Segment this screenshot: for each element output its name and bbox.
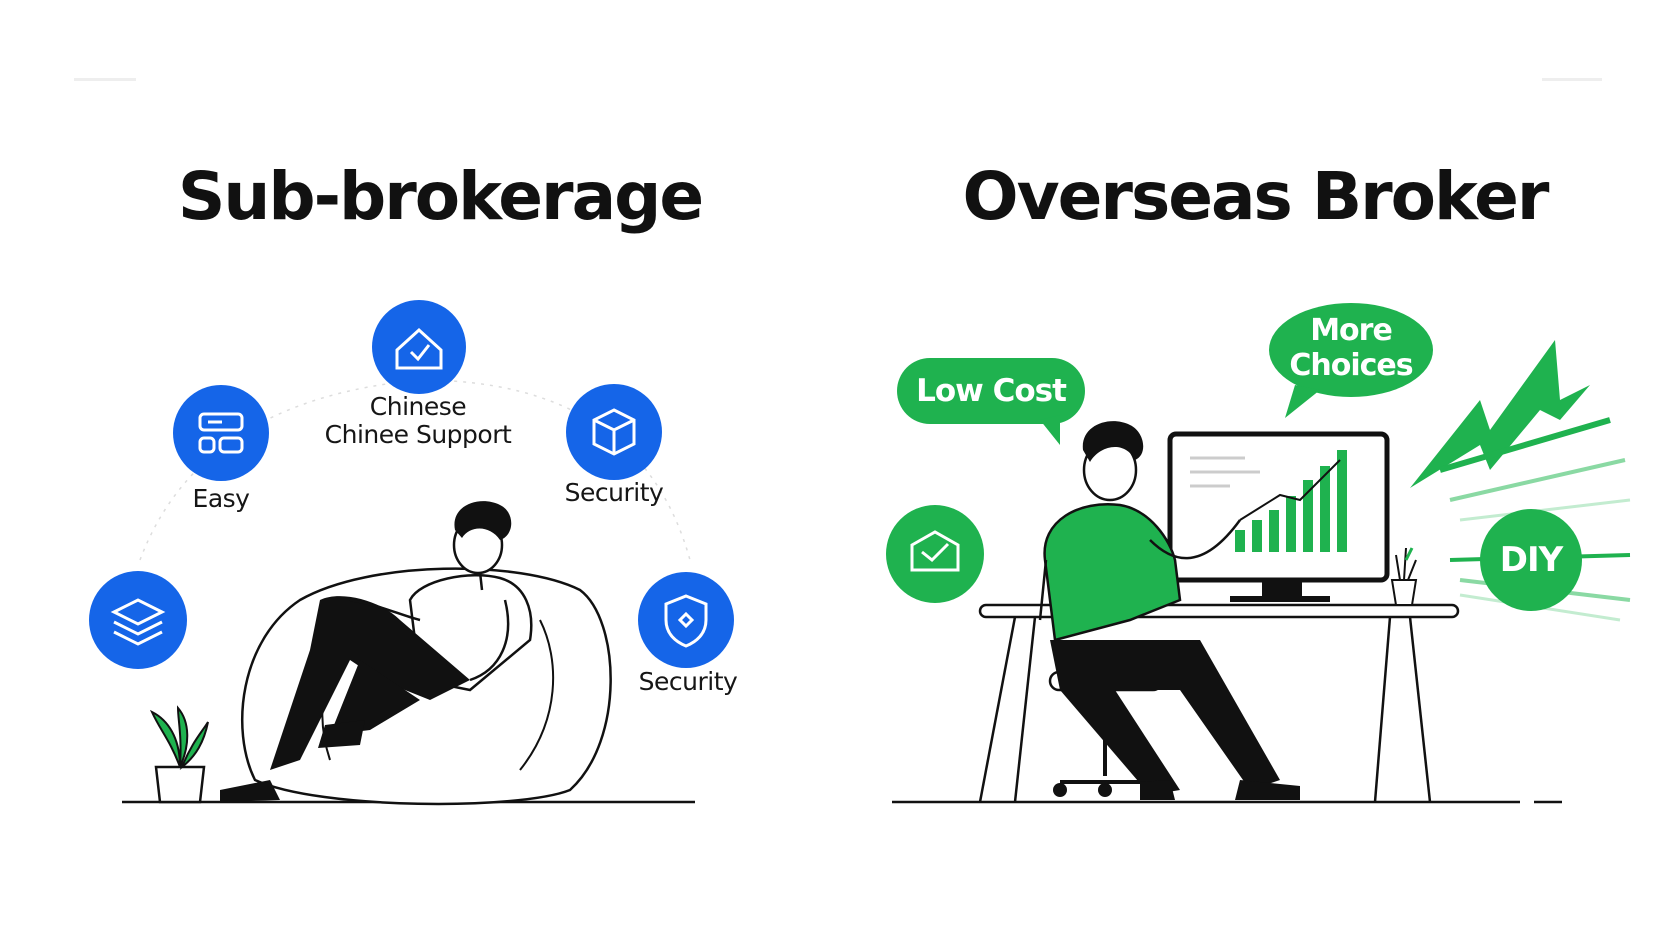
bubble-label-low-cost: Low Cost (916, 373, 1067, 409)
id-card-icon (198, 412, 244, 454)
panel-title-sub-brokerage: Sub-brokerage (177, 158, 704, 235)
house-support-icon (395, 327, 443, 370)
cube-icon (592, 408, 636, 456)
message-check-icon (910, 530, 960, 572)
feature-label-security-2: Security (638, 667, 738, 696)
more-choices-bubble (1269, 303, 1433, 418)
plant-icon (149, 705, 209, 804)
computer-monitor (1167, 431, 1390, 602)
bubble-label-diy: DIY (1499, 540, 1564, 580)
low-cost-bubble (897, 358, 1085, 445)
decor-dash-left (74, 78, 136, 81)
diy-badge (1480, 509, 1582, 611)
desk-plant-icon (1390, 547, 1418, 606)
feature-label-security-1: Security (564, 478, 664, 507)
feature-house-support (372, 300, 466, 394)
bar-chart-icon (1235, 450, 1347, 552)
feature-label-chinese-support: Chinese Chinee Support (324, 392, 512, 449)
layers-icon (110, 598, 166, 646)
bubble-label-more-choices: More Choices (1289, 313, 1413, 383)
feature-cube (566, 384, 662, 480)
feature-shield (638, 572, 734, 668)
trader-person (1038, 421, 1300, 800)
shield-icon (664, 594, 708, 648)
feature-layers (89, 571, 187, 669)
feature-easy (173, 385, 269, 481)
relaxed-person (220, 501, 533, 802)
panel-title-overseas-broker: Overseas Broker (962, 158, 1550, 235)
decor-dash-right (1542, 78, 1602, 81)
message-check-badge (886, 505, 984, 603)
feature-label-easy: Easy (192, 484, 250, 513)
